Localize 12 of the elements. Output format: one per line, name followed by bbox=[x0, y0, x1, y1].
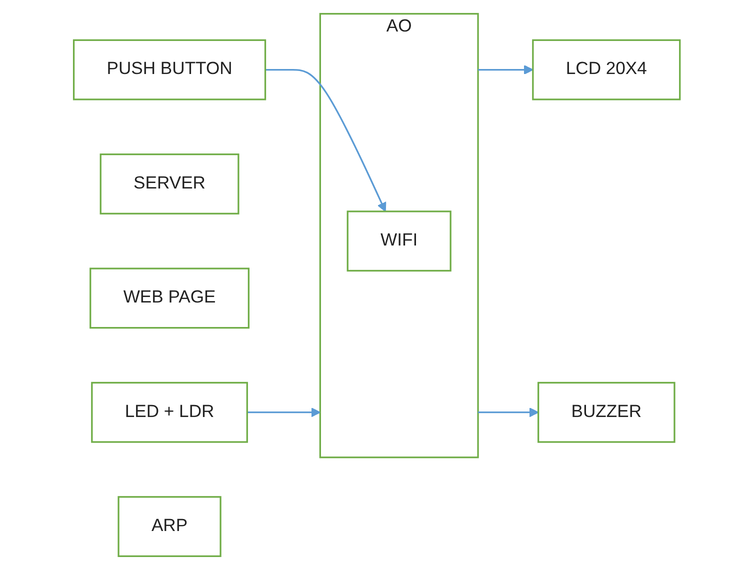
block-box: BUZZER bbox=[537, 381, 675, 442]
arrow bbox=[246, 407, 320, 417]
block-box: PUSH BUTTON bbox=[72, 38, 266, 100]
block-box: ARP bbox=[117, 496, 222, 557]
block-box: LED + LDR bbox=[90, 381, 248, 442]
arrow bbox=[478, 64, 534, 74]
block-box: LCD 20X4 bbox=[532, 38, 680, 100]
block-box: WIFI bbox=[346, 210, 452, 272]
block-box: WEB PAGE bbox=[89, 267, 250, 328]
arrow bbox=[478, 407, 538, 417]
arrow bbox=[264, 68, 386, 212]
block-box: SERVER bbox=[99, 153, 239, 214]
